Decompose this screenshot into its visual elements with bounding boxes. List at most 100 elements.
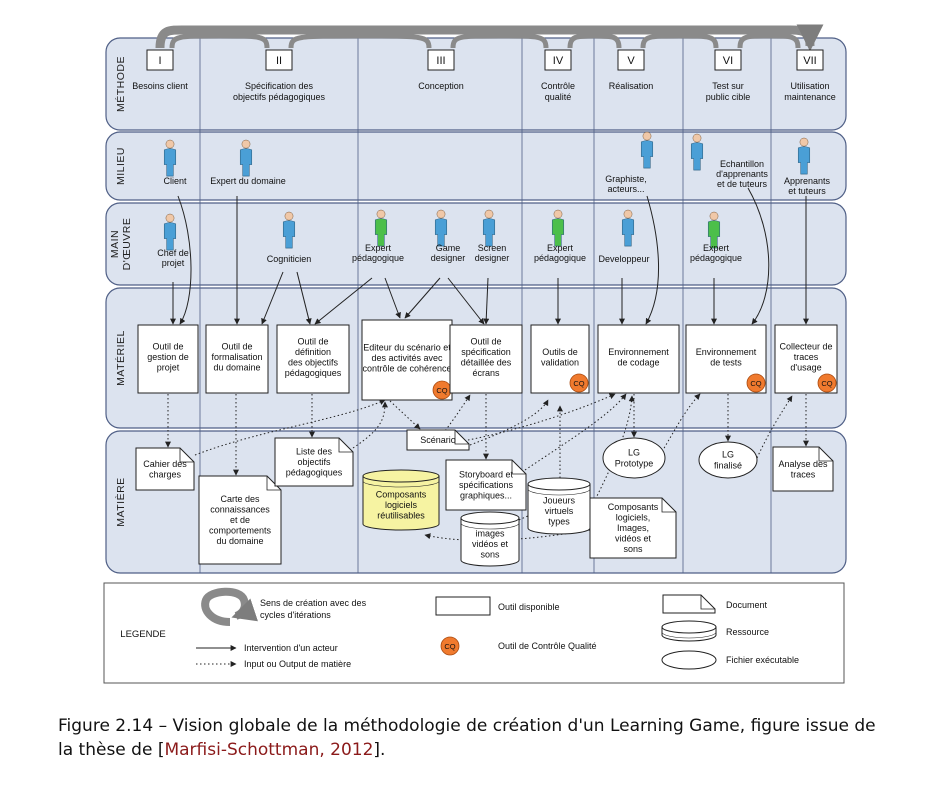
actor-label: Expert du domaine <box>210 176 286 186</box>
legend-title: LEGENDE <box>120 629 165 640</box>
person-body <box>621 218 635 247</box>
document-fold <box>818 447 833 462</box>
row-label: MÉTHODE <box>114 56 127 112</box>
document-fold <box>700 595 715 610</box>
actor-arrow <box>747 187 770 325</box>
executable-ellipse <box>602 437 666 479</box>
person-head <box>284 211 294 221</box>
resource-cylinder-top <box>661 620 717 634</box>
person-icon <box>374 209 388 247</box>
cq-badge <box>569 373 589 393</box>
cq-badge-label: CQ <box>436 386 447 395</box>
person-body <box>434 218 448 247</box>
person-icon <box>482 209 496 247</box>
cq-badge-label: CQ <box>821 379 832 388</box>
person-body <box>482 218 496 247</box>
document-label: Scénario <box>420 435 456 445</box>
cq-badge <box>817 373 837 393</box>
actor-arrow <box>296 271 312 325</box>
person-icon <box>163 139 177 177</box>
person-head <box>623 209 633 219</box>
document-shape <box>274 437 354 487</box>
executable-ellipse <box>698 441 758 479</box>
legend-document-shape <box>662 594 716 614</box>
document-shape <box>589 497 677 559</box>
person-body <box>282 220 296 249</box>
person-head <box>692 133 702 143</box>
person-icon <box>797 137 811 175</box>
resource-cylinder-ring <box>527 488 591 496</box>
person-head <box>165 213 175 223</box>
person-body <box>640 140 654 169</box>
legend-resource-label: Ressource <box>726 627 769 637</box>
tool-rect <box>449 324 523 394</box>
matter-flow-arrow <box>756 395 793 459</box>
iteration-cycle-arrow <box>155 24 824 52</box>
phase-number: VI <box>723 55 733 67</box>
phase-number-box <box>544 49 572 71</box>
legend-tool-label: Outil disponible <box>498 602 560 612</box>
actor-arrow <box>261 271 284 325</box>
phase-title: Réalisation <box>609 81 654 91</box>
resource-cylinder <box>460 518 520 567</box>
person-icon <box>690 133 704 171</box>
caption-citation-link[interactable]: Marfisi-Schottman, 2012 <box>164 740 374 760</box>
swimlane-band <box>105 202 847 286</box>
iteration-cycle-arrow <box>640 33 719 49</box>
cq-badge-label: CQ <box>750 379 761 388</box>
person-body <box>239 148 253 177</box>
tool-rect <box>276 324 350 394</box>
document-fold <box>661 498 676 513</box>
person-body <box>374 218 388 247</box>
person-head <box>376 209 386 219</box>
person-body <box>163 222 177 251</box>
person-body <box>707 220 721 249</box>
matter-flow-arrow <box>389 400 421 430</box>
phase-number: VII <box>803 55 816 67</box>
person-body <box>797 146 811 175</box>
actor-arrow <box>447 277 485 325</box>
phase-number-box <box>427 49 455 71</box>
resource-cylinder-ring <box>460 522 520 530</box>
document-shape <box>406 429 470 451</box>
person-icon <box>434 209 448 247</box>
iteration-cycle-arrow <box>737 33 801 49</box>
document-shape <box>445 459 527 511</box>
legend-cq-label: Outil de Contrôle Qualité <box>498 641 597 651</box>
person-body <box>551 218 565 247</box>
cq-badge <box>746 373 766 393</box>
row-label: MATÉRIEL <box>114 330 127 386</box>
person-head <box>241 139 251 149</box>
person-body <box>690 142 704 171</box>
document-shape <box>135 447 195 491</box>
phase-number: III <box>436 55 445 67</box>
